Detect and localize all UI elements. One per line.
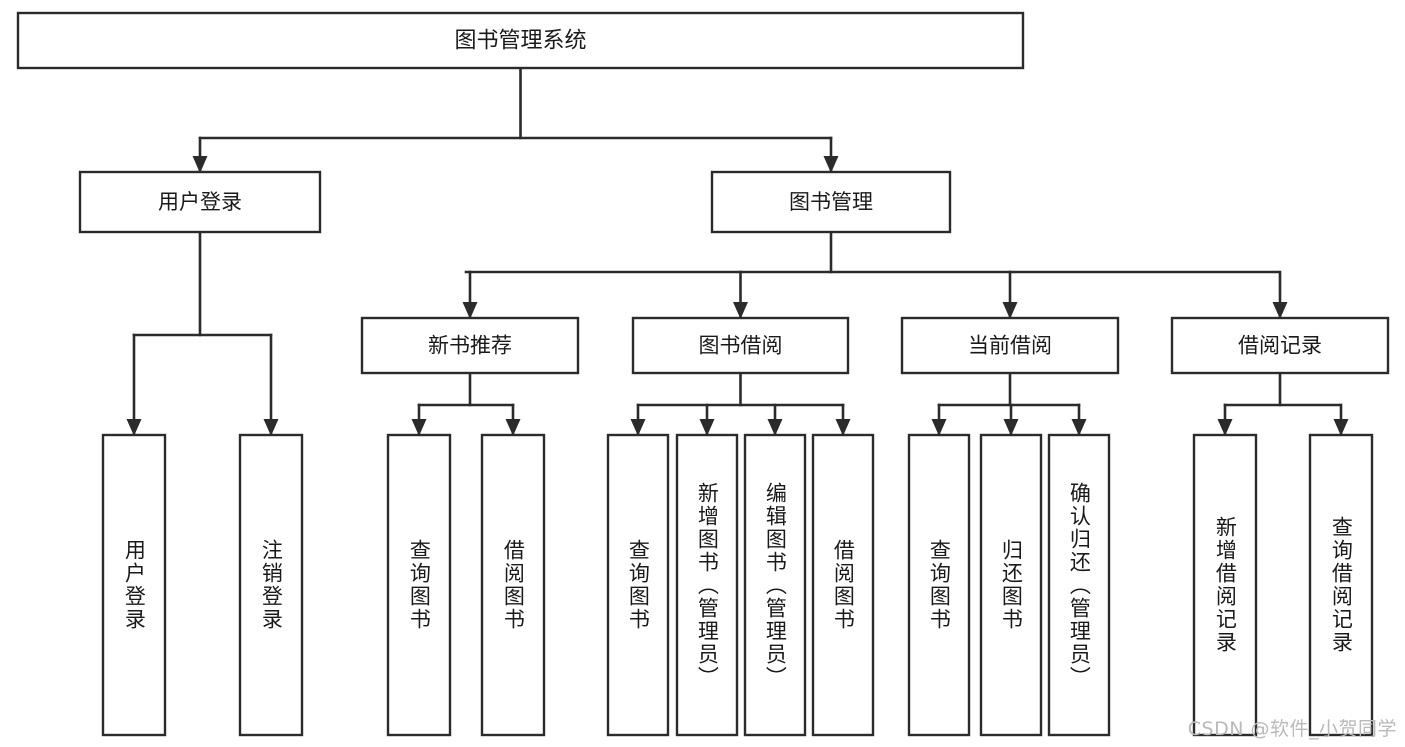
node-leaf-borrow-book-1-box bbox=[480, 433, 546, 737]
node-leaf-borrow-book-1[interactable] bbox=[480, 433, 546, 737]
node-leaf-confirm-return-box bbox=[1047, 433, 1111, 737]
node-current-borrow[interactable]: 当前借阅 bbox=[900, 316, 1120, 375]
node-leaf-borrow-book-2[interactable] bbox=[811, 433, 875, 737]
node-book-borrow-label: 图书借阅 bbox=[699, 334, 783, 358]
node-borrow-record[interactable]: 借阅记录 bbox=[1170, 316, 1390, 375]
node-leaf-add-book-box bbox=[675, 433, 739, 737]
node-leaf-query-book-2[interactable] bbox=[606, 433, 670, 737]
node-leaf-query-record-box bbox=[1308, 433, 1374, 737]
node-borrow-record-label: 借阅记录 bbox=[1238, 334, 1322, 358]
node-leaf-query-book-1[interactable] bbox=[386, 433, 452, 737]
node-leaf-logout-box bbox=[238, 433, 304, 737]
node-leaf-query-book-2-box bbox=[606, 433, 670, 737]
node-user-login-box bbox=[78, 170, 322, 234]
node-leaf-query-book-3-box bbox=[907, 433, 971, 737]
node-root-label: 图书管理系统 bbox=[454, 29, 586, 54]
node-leaf-user-login[interactable] bbox=[101, 433, 167, 737]
node-root-box bbox=[16, 11, 1025, 70]
node-leaf-confirm-return[interactable] bbox=[1047, 433, 1111, 737]
node-user-login[interactable]: 用户登录 bbox=[78, 170, 322, 234]
node-leaf-query-record[interactable] bbox=[1308, 433, 1374, 737]
connectors-layer bbox=[126, 66, 1349, 436]
node-root[interactable]: 图书管理系统 bbox=[16, 11, 1025, 70]
node-leaf-edit-book[interactable] bbox=[743, 433, 807, 737]
node-borrow-record-box bbox=[1170, 316, 1390, 375]
node-new-book-recommend[interactable]: 新书推荐 bbox=[360, 316, 580, 375]
node-leaf-add-record-box bbox=[1192, 433, 1258, 737]
node-new-book-recommend-box bbox=[360, 316, 580, 375]
node-leaf-user-login-box bbox=[101, 433, 167, 737]
node-user-login-label: 用户登录 bbox=[158, 190, 242, 214]
node-leaf-return-book[interactable] bbox=[979, 433, 1043, 737]
node-leaf-borrow-book-2-box bbox=[811, 433, 875, 737]
node-leaf-add-record[interactable] bbox=[1192, 433, 1258, 737]
node-leaf-query-book-1-box bbox=[386, 433, 452, 737]
watermark-text: CSDN @软件_小贺同学 bbox=[1187, 718, 1397, 740]
node-current-borrow-box bbox=[900, 316, 1120, 375]
node-book-manage[interactable]: 图书管理 bbox=[710, 170, 952, 234]
node-leaf-add-book[interactable] bbox=[675, 433, 739, 737]
node-leaf-logout[interactable] bbox=[238, 433, 304, 737]
node-current-borrow-label: 当前借阅 bbox=[968, 334, 1052, 358]
node-book-borrow[interactable]: 图书借阅 bbox=[631, 316, 850, 375]
node-leaf-return-book-box bbox=[979, 433, 1043, 737]
node-book-borrow-box bbox=[631, 316, 850, 375]
node-leaf-edit-book-box bbox=[743, 433, 807, 737]
node-book-manage-label: 图书管理 bbox=[789, 190, 873, 214]
node-new-book-recommend-label: 新书推荐 bbox=[428, 334, 512, 358]
node-leaf-query-book-3[interactable] bbox=[907, 433, 971, 737]
node-book-manage-box bbox=[710, 170, 952, 234]
